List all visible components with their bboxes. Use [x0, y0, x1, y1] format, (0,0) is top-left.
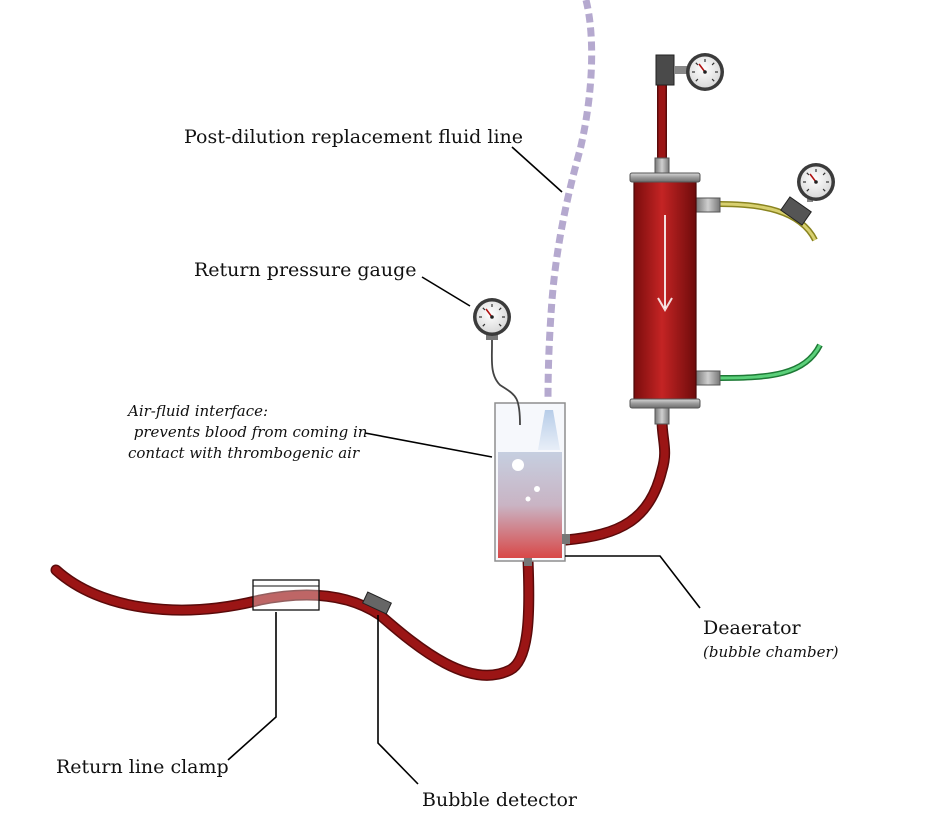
label-air-fluid-interface: Air-fluid interface:	[126, 402, 268, 420]
label-air-fluid-desc-1: prevents blood from coming in	[129, 423, 367, 441]
bubble-chamber	[494, 402, 570, 566]
replacement-fluid-line	[544, 0, 596, 401]
label-bubble-detector: Bubble detector	[422, 789, 578, 811]
return-line-clamp	[252, 579, 320, 611]
label-return-pressure-gauge: Return pressure gauge	[194, 259, 417, 281]
label-post-dilution-line: Post-dilution replacement fluid line	[184, 126, 523, 148]
arterial-pressure-gauge-icon	[655, 52, 725, 92]
label-deaerator: Deaerator	[703, 617, 802, 639]
leader-lines	[227, 146, 701, 785]
dialysate-out-line	[719, 343, 823, 381]
dialysate-in-line	[719, 201, 818, 242]
down-arrow-icon	[657, 215, 673, 312]
dialyser	[629, 157, 721, 425]
bubble-detector	[362, 591, 392, 615]
return-blood-tubing	[50, 85, 671, 681]
label-deaerator-sub: (bubble chamber)	[703, 643, 839, 661]
label-air-fluid-desc-2: contact with thrombogenic air	[128, 444, 360, 462]
label-return-line-clamp: Return line clamp	[56, 756, 229, 778]
dialysate-pressure-gauge-icon	[780, 162, 836, 226]
return-pressure-gauge-icon	[472, 297, 521, 426]
